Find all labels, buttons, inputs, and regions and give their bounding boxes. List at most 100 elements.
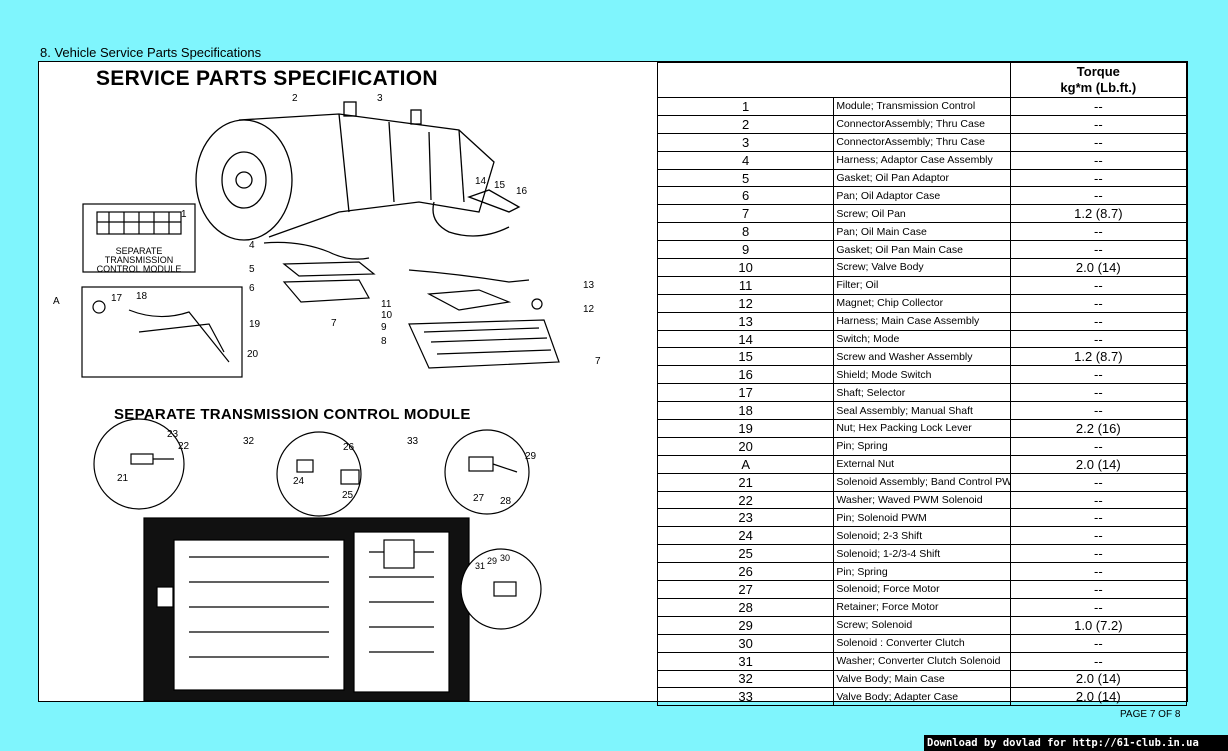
part-number-cell: 16 (656, 365, 835, 385)
part-number-cell: 14 (656, 329, 835, 349)
part-description-cell: Pin; Solenoid PWM (833, 508, 1011, 528)
part-description-cell: Seal Assembly; Manual Shaft (833, 401, 1011, 421)
torque-value-cell: 2.0 (14) (1009, 258, 1188, 277)
selector-detail-drawing (81, 286, 243, 378)
torque-value-cell: -- (1009, 526, 1188, 546)
torque-value-cell: 2.0 (14) (1009, 669, 1188, 689)
torque-value-cell: -- (1009, 508, 1188, 528)
torque-unit-label: kg*m (Lb.ft.) (1060, 80, 1137, 95)
part-number-cell: 31 (656, 651, 835, 671)
part-description-cell: Solenoid Assembly; Band Control PWM (833, 472, 1011, 492)
callout-8: 8 (381, 336, 387, 347)
part-description-cell: Magnet; Chip Collector (833, 293, 1011, 313)
part-description-cell: Screw; Oil Pan (833, 204, 1011, 224)
part-number-cell: 17 (656, 383, 835, 403)
torque-value-cell: -- (1009, 365, 1188, 385)
torque-value-cell: -- (1009, 401, 1188, 421)
part-number-cell: 12 (656, 293, 835, 313)
header-blank-cell (657, 62, 1011, 98)
torque-value-cell: 1.2 (8.7) (1009, 204, 1188, 224)
part-description-cell: Screw and Washer Assembly (833, 347, 1011, 367)
torque-value-cell: 1.2 (8.7) (1009, 347, 1188, 367)
torque-value-cell: -- (1009, 311, 1188, 331)
callout-7a: 7 (331, 318, 337, 329)
part-description-cell: Shield; Mode Switch (833, 365, 1011, 385)
part-number-cell: 30 (656, 633, 835, 653)
page-number: PAGE 7 OF 8 (1120, 709, 1181, 720)
callout-32: 32 (243, 436, 255, 447)
part-description-cell: Solenoid; 1-2/3-4 Shift (833, 544, 1011, 564)
part-description-cell: Pin; Spring (833, 436, 1011, 456)
part-number-cell: 11 (656, 275, 835, 295)
callout-23: 23 (167, 429, 179, 440)
part-description-cell: Switch; Mode (833, 329, 1011, 349)
valve-body-drawing (143, 517, 470, 701)
torque-value-cell: -- (1009, 544, 1188, 564)
torque-value-cell: 2.0 (14) (1009, 454, 1188, 474)
callout-26: 26 (343, 442, 355, 453)
callout-29a: 29 (525, 451, 537, 462)
torque-value-cell: -- (1009, 383, 1188, 403)
callout-22: 22 (178, 441, 190, 452)
spec-sheet-frame: SEPARATE TRANSMISSION CONTROL MODULE (38, 61, 1188, 707)
torque-value-cell: -- (1009, 150, 1188, 170)
part-number-cell: 19 (656, 419, 835, 438)
transmission-exploded-diagram: SEPARATE TRANSMISSION CONTROL MODULE (53, 93, 601, 701)
part-number-cell: 22 (656, 490, 835, 510)
callout-21: 21 (117, 473, 129, 484)
torque-value-cell: -- (1009, 168, 1188, 188)
part-description-cell: Pan; Oil Main Case (833, 222, 1011, 242)
callout-25: 25 (342, 490, 354, 501)
callout-6: 6 (249, 283, 255, 294)
callout-15: 15 (494, 180, 506, 191)
part-number-cell: 25 (656, 544, 835, 564)
part-description-cell: ConnectorAssembly; Thru Case (833, 114, 1011, 134)
part-number-cell: 3 (656, 132, 835, 152)
callout-16: 16 (516, 186, 528, 197)
part-number-cell: A (656, 454, 835, 474)
callout-33: 33 (407, 436, 419, 447)
part-description-cell: Washer; Converter Clutch Solenoid (833, 651, 1011, 671)
tcm-box-label-line3: CONTROL MODULE (97, 264, 182, 274)
torque-value-cell: 2.0 (14) (1009, 687, 1188, 707)
callout-5: 5 (249, 264, 255, 275)
callout-7b: 7 (595, 356, 601, 367)
part-number-cell: 7 (656, 204, 835, 224)
part-description-cell: Valve Body; Adapter Case (833, 687, 1011, 707)
part-description-cell: Harness; Main Case Assembly (833, 311, 1011, 331)
torque-value-cell: 2.2 (16) (1009, 419, 1188, 438)
part-description-cell: Shaft; Selector (833, 383, 1011, 403)
part-description-cell: Solenoid; 2-3 Shift (833, 526, 1011, 546)
part-number-cell: 23 (656, 508, 835, 528)
part-number-cell: 2 (656, 114, 835, 134)
callout-12: 12 (583, 304, 595, 315)
part-description-cell: Module; Transmission Control (833, 97, 1011, 116)
torque-value-cell: 1.0 (7.2) (1009, 615, 1188, 635)
detail-parts-drawing (130, 453, 518, 597)
torque-header-label: Torque (1076, 64, 1120, 79)
download-banner: Download by dovlad for http://61-club.in… (924, 735, 1228, 751)
callout-10: 10 (381, 310, 393, 321)
part-number-cell: 5 (656, 168, 835, 188)
torque-value-cell: -- (1009, 240, 1188, 260)
part-description-cell: Valve Body; Main Case (833, 669, 1011, 689)
